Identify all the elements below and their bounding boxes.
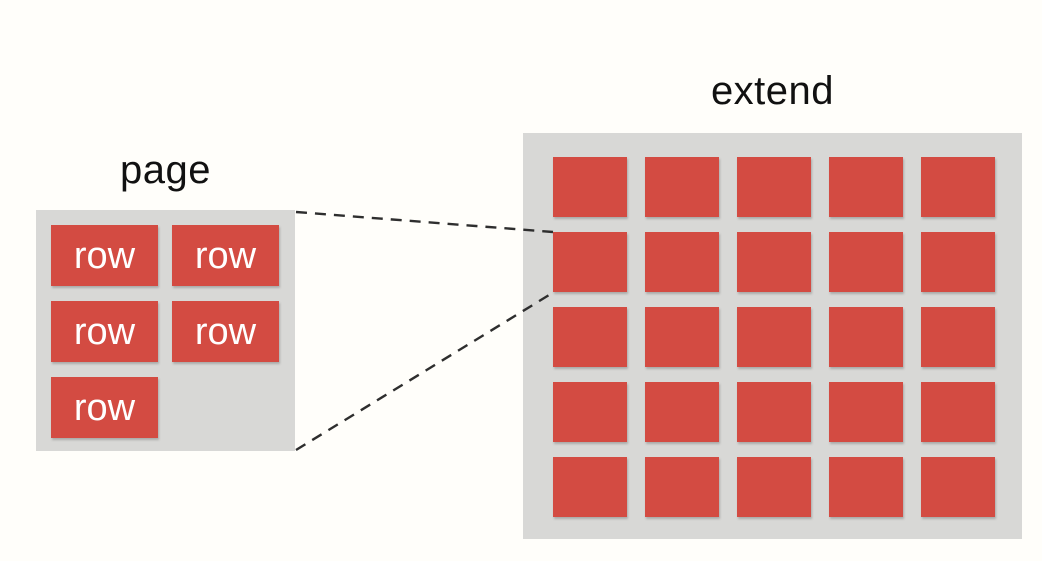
page-label: page — [120, 148, 211, 192]
connector-line-bottom — [295, 290, 555, 452]
extend-grid-cell — [737, 382, 811, 442]
extend-grid-cell — [737, 157, 811, 217]
extend-grid-cell — [829, 457, 903, 517]
page-box: row row row row row — [36, 210, 295, 451]
page-row-cell: row — [172, 301, 279, 362]
extend-grid-cell — [737, 457, 811, 517]
page-row-cell: row — [172, 225, 279, 286]
row-cell-label: row — [73, 386, 136, 429]
row-cell-label: row — [73, 234, 136, 277]
extend-grid-cell — [553, 157, 627, 217]
extend-grid-cell — [645, 457, 719, 517]
extend-box — [523, 133, 1022, 539]
extend-grid-cell — [829, 382, 903, 442]
extend-grid-cell — [829, 307, 903, 367]
extend-grid-cell — [921, 457, 995, 517]
extend-grid-cell — [645, 232, 719, 292]
extend-grid-cell — [645, 157, 719, 217]
extend-label: extend — [710, 69, 835, 113]
extend-grid-cell — [553, 382, 627, 442]
extend-grid-cell — [737, 307, 811, 367]
extend-grid-cell — [921, 157, 995, 217]
page-row-cell: row — [51, 377, 158, 438]
row-cell-label: row — [194, 310, 257, 353]
row-cell-label: row — [194, 234, 257, 277]
extend-grid-cell — [829, 157, 903, 217]
extend-grid-cell — [737, 232, 811, 292]
extend-grid-cell — [553, 457, 627, 517]
row-cell-label: row — [73, 310, 136, 353]
extend-grid-cell — [921, 232, 995, 292]
extend-grid-cell — [645, 307, 719, 367]
extend-grid-cell — [645, 382, 719, 442]
extend-grid-cell — [553, 232, 627, 292]
extend-grid-cell — [921, 382, 995, 442]
extend-grid-cell — [553, 307, 627, 367]
connector-line-top — [295, 210, 554, 234]
page-row-cell: row — [51, 301, 158, 362]
extend-grid-cell — [921, 307, 995, 367]
extend-grid-cell — [829, 232, 903, 292]
page-row-cell: row — [51, 225, 158, 286]
